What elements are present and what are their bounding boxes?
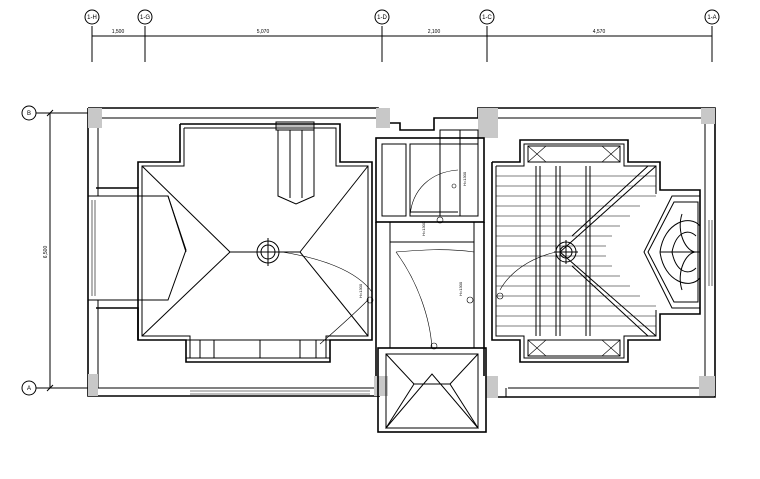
grid-bubble-1h: 1-H: [84, 9, 100, 25]
grid-bubble-b: B: [21, 105, 37, 121]
right-ceiling-outline: [491, 139, 701, 363]
grid-bubble-a: A: [21, 380, 37, 396]
grid-label-1g: 1-G: [140, 15, 150, 21]
left-ceiling-outline: [96, 121, 373, 363]
ceiling-light-left: [254, 238, 373, 345]
grid-label-1d: 1-D: [377, 15, 387, 21]
switch-label-1: H=1300: [462, 171, 467, 186]
dim-left: 6,500: [43, 246, 49, 259]
top-dimension-chain: 1,500 5,070 2,100 4,570: [91, 26, 713, 62]
grid-bubble-1a: 1-A: [704, 9, 720, 25]
dim-top-2: 5,070: [257, 29, 270, 35]
dim-top-3: 2,100: [428, 29, 441, 35]
switch-label-4: H=1300: [458, 281, 463, 296]
switch-label-2: H=1300: [421, 221, 426, 236]
grid-bubble-1d: 1-D: [374, 9, 390, 25]
grid-label-1a: 1-A: [707, 15, 716, 21]
dim-top-4: 4,570: [593, 29, 606, 35]
grid-bubble-1c: 1-C: [479, 9, 495, 25]
switch-group-left: H=1300: [358, 283, 374, 304]
grid-label-1c: 1-C: [482, 15, 492, 21]
switch-label-3: H=1300: [358, 283, 363, 298]
central-stair-block: H=1300 H=1300: [375, 129, 487, 433]
grid-bubble-1g: 1-G: [137, 9, 153, 25]
left-dimension-chain: 6,500: [36, 109, 90, 392]
decorative-rosette: [643, 195, 701, 309]
dim-top-1: 1,500: [112, 29, 125, 35]
ceiling-light-right: [499, 240, 578, 291]
grid-label-a: A: [27, 386, 31, 392]
grid-label-1h: 1-H: [87, 15, 97, 21]
grid-label-b: B: [27, 111, 31, 117]
